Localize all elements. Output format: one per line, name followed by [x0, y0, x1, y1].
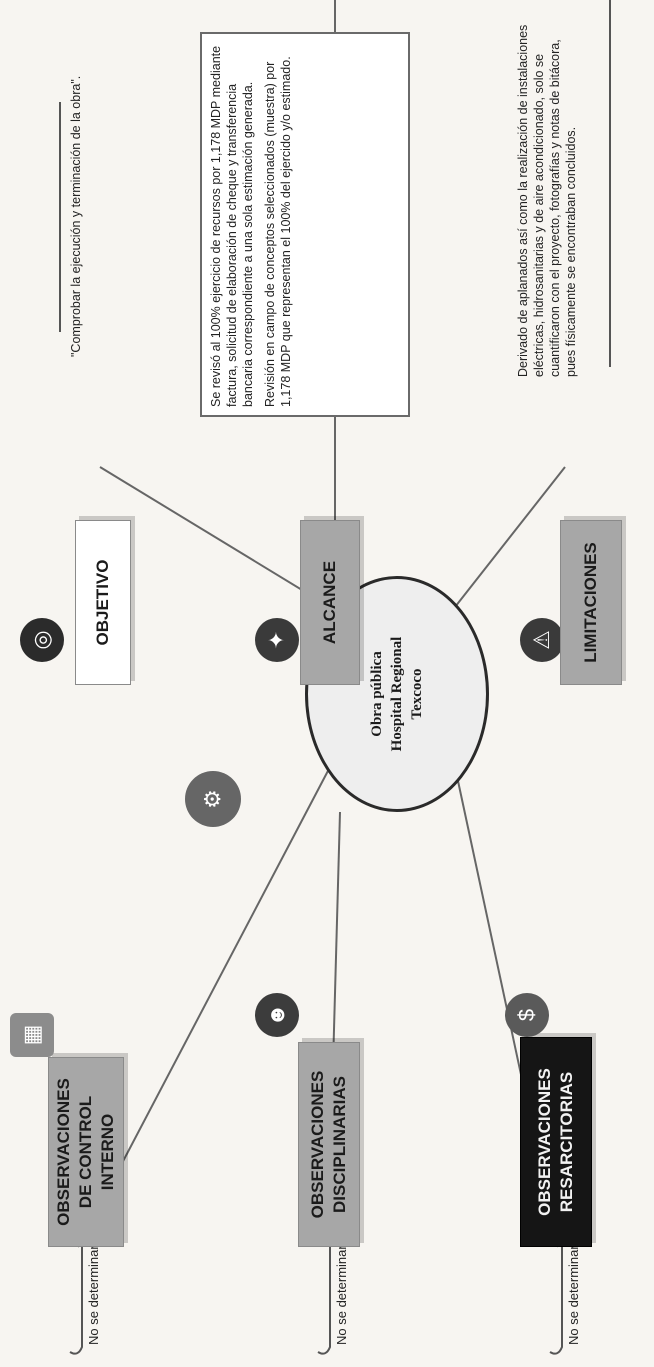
alcance-text-1: Se revisó al 100% ejercicio de recursos … [209, 45, 255, 407]
target-icon: ◎ [20, 618, 64, 662]
resarcitorias-box: OBSERVACIONES RESARCITORIAS [520, 1037, 592, 1247]
objetivo-note: "Comprobar la ejecución y terminación de… [69, 75, 83, 357]
alcance-box: ALCANCE [300, 520, 360, 685]
resarcitorias-result: No se determinaron [566, 1230, 581, 1345]
disciplinarias-box: OBSERVACIONES DISCIPLINARIAS [298, 1042, 360, 1247]
tools-icon: ⚙ [185, 771, 241, 827]
building-icon: ▦ [10, 1013, 54, 1057]
limitaciones-note: Derivado de aplanados así como la realiz… [516, 24, 578, 377]
bracket-disciplinarias [317, 1247, 331, 1355]
scope-icon: ✦ [255, 618, 299, 662]
disciplinarias-result: No se determinaron [334, 1230, 349, 1345]
resarcitorias-title: OBSERVACIONES RESARCITORIAS [535, 1068, 576, 1216]
objetivo-box: OBJETIVO [75, 520, 131, 685]
hub-line-2: Hospital Regional [389, 636, 405, 752]
disciplinarias-title: OBSERVACIONES DISCIPLINARIAS [308, 1070, 349, 1219]
bracket-control [69, 1247, 83, 1355]
person-icon: ☻ [255, 993, 299, 1037]
hub-line-1: Obra pública [369, 651, 385, 737]
limitaciones-title: LIMITACIONES [581, 542, 600, 663]
hub-line-3: Texcoco [409, 668, 425, 720]
control-box: OBSERVACIONES DE CONTROL INTERNO [48, 1057, 124, 1247]
bracket-resarcitorias [549, 1247, 563, 1355]
limitaciones-box: LIMITACIONES [560, 520, 622, 685]
alcance-text-2: Revisión en campo de conceptos seleccion… [263, 56, 293, 407]
money-icon: $ [505, 993, 549, 1037]
objetivo-title: OBJETIVO [93, 559, 112, 646]
connector-limitaciones [454, 466, 566, 608]
alcance-note: Se revisó al 100% ejercicio de recursos … [200, 32, 410, 417]
control-title: OBSERVACIONES DE CONTROL INTERNO [54, 1078, 117, 1226]
control-result: No se determinaron [86, 1230, 101, 1345]
connector-objetivo [99, 466, 331, 608]
alcance-title: ALCANCE [320, 560, 339, 645]
limit-icon: ⚠ [520, 618, 564, 662]
